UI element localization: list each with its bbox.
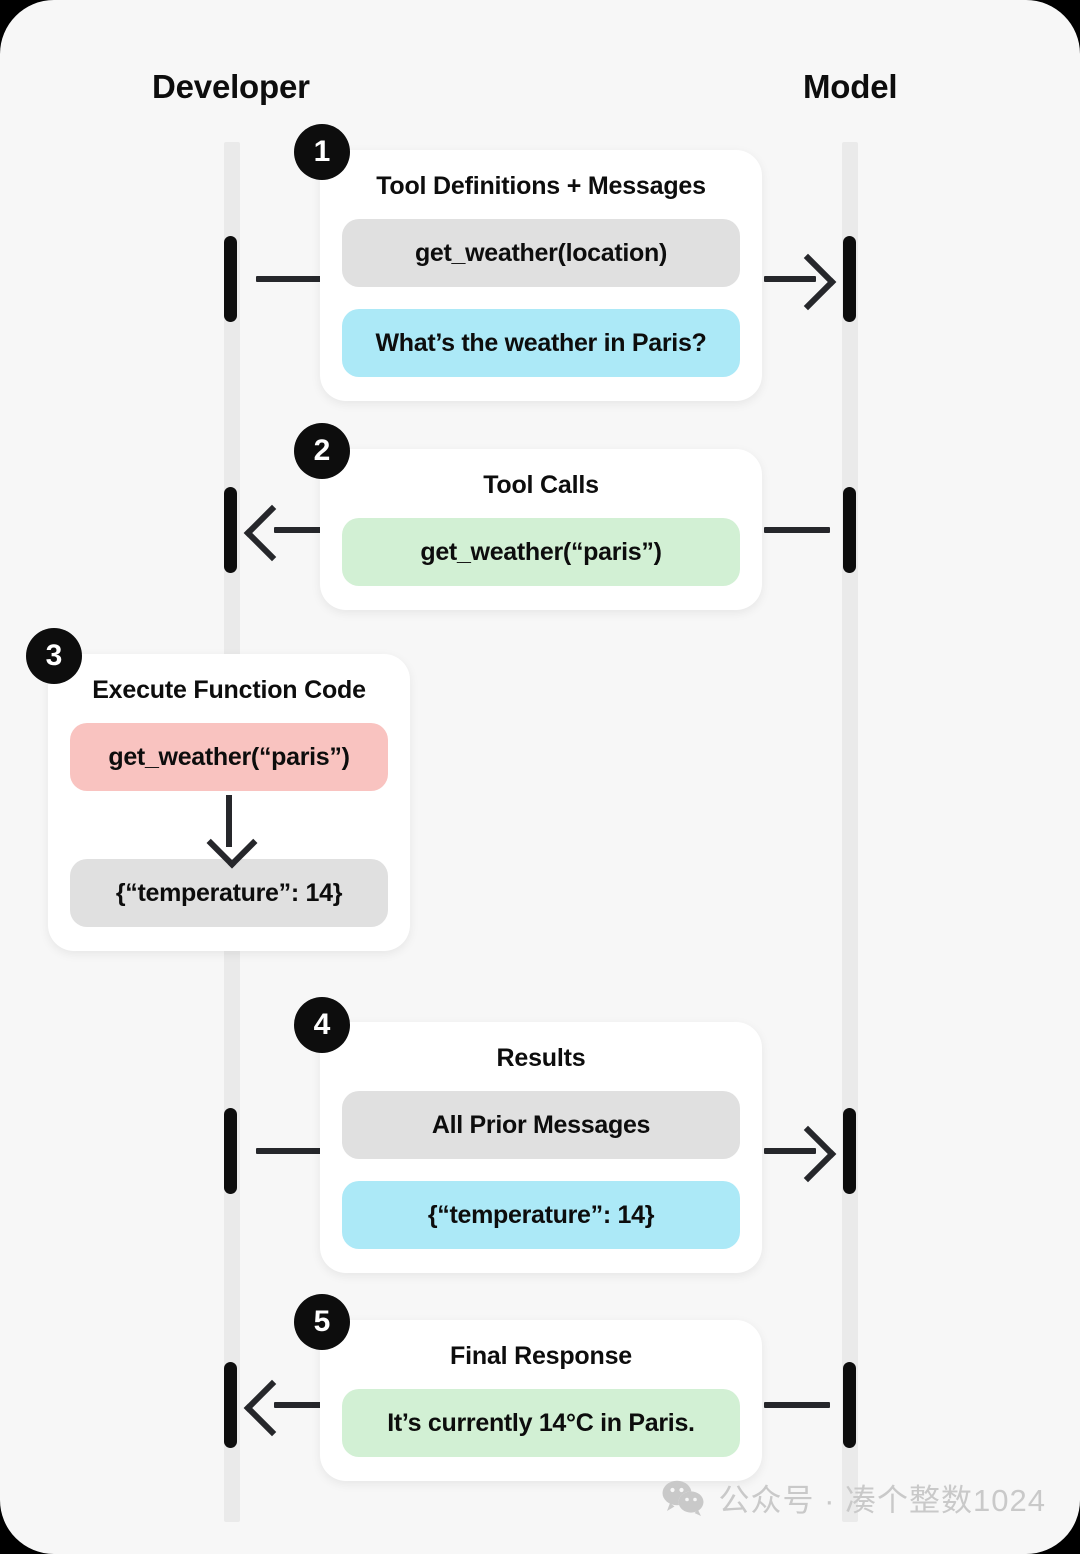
step-badge-1: 1 [294,124,350,180]
connector-line-2 [274,527,324,533]
activation-bar-developer-2 [224,487,237,573]
step-title-2: Tool Calls [483,471,599,499]
arrow-right-1 [779,253,837,311]
activation-bar-model-2 [843,487,856,573]
watermark: 公众号 · 凑个整数1024 [662,1475,1046,1520]
step-4-item-0: All Prior Messages [342,1091,740,1159]
step-title-4: Results [496,1044,586,1072]
step-card-2[interactable]: Tool Calls get_weather(“paris”) [320,449,762,610]
step-badge-5: 5 [294,1294,350,1350]
arrow-left-5 [243,1379,301,1437]
step-2-item-0: get_weather(“paris”) [342,518,740,586]
connector-line-2b [764,527,830,533]
step-3-item-1: {“temperature”: 14} [70,859,388,927]
step-4-item-1: {“temperature”: 14} [342,1181,740,1249]
step-1-item-1: What’s the weather in Paris? [342,309,740,377]
step-badge-2: 2 [294,423,350,479]
step-title-1: Tool Definitions + Messages [376,172,706,200]
wechat-icon [662,1480,704,1516]
activation-bar-model-4 [843,1108,856,1194]
connector-line-5b [764,1402,830,1408]
watermark-text: 公众号 · 凑个整数1024 [718,1483,1046,1518]
down-arrow-icon [70,795,388,869]
connector-line-4b [764,1148,816,1154]
arrow-right-4 [779,1125,837,1183]
arrow-left-2 [243,504,301,562]
connector-line-1 [256,276,324,282]
step-5-item-0: It’s currently 14°C in Paris. [342,1389,740,1457]
step-card-1[interactable]: Tool Definitions + Messages get_weather(… [320,150,762,401]
connector-line-5 [274,1402,324,1408]
column-header-model: Model [803,68,898,105]
step-card-3[interactable]: Execute Function Code get_weather(“paris… [48,654,410,951]
step-card-4[interactable]: Results All Prior Messages {“temperature… [320,1022,762,1273]
activation-bar-developer-5 [224,1362,237,1448]
connector-line-1b [764,276,816,282]
step-title-3: Execute Function Code [92,676,366,704]
column-header-developer: Developer [152,68,310,105]
step-title-5: Final Response [450,1342,632,1370]
activation-bar-developer-4 [224,1108,237,1194]
activation-bar-model-1 [843,236,856,322]
step-3-item-0: get_weather(“paris”) [70,723,388,791]
activation-bar-developer-1 [224,236,237,322]
step-1-item-0: get_weather(location) [342,219,740,287]
connector-line-4 [256,1148,324,1154]
lifeline-model [842,142,858,1522]
step-card-5[interactable]: Final Response It’s currently 14°C in Pa… [320,1320,762,1481]
step-badge-3: 3 [26,628,82,684]
step-badge-4: 4 [294,997,350,1053]
activation-bar-model-5 [843,1362,856,1448]
